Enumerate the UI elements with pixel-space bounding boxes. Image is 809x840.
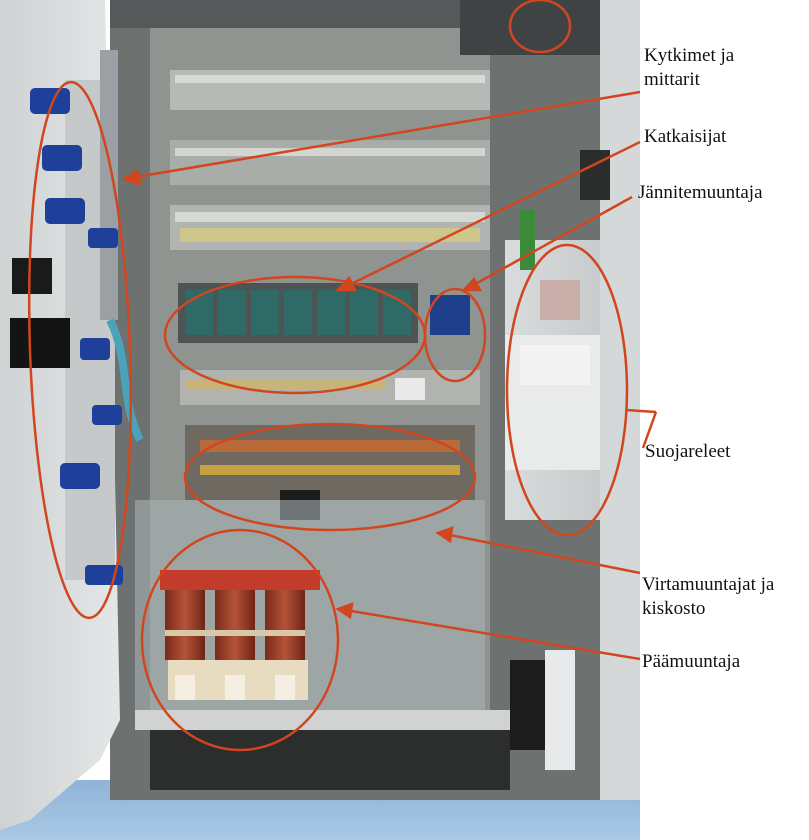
label-switches-line1: Kytkimet ja bbox=[644, 45, 735, 66]
label-protection-relays: Suojareleet bbox=[645, 441, 731, 462]
ellipse-voltage-transformer bbox=[423, 287, 487, 383]
label-main-transformer: Päämuuntaja bbox=[642, 651, 741, 672]
ellipse-relays bbox=[505, 243, 629, 537]
din-rail-rows bbox=[170, 70, 490, 250]
ellipse-main-transformer bbox=[140, 528, 340, 752]
label-current-transformers-line2: kiskosto bbox=[642, 598, 706, 619]
main-transformer bbox=[160, 570, 320, 700]
label-breakers: Katkaisijat bbox=[644, 126, 727, 147]
left-door bbox=[0, 0, 144, 830]
label-switches-line2: mittarit bbox=[644, 69, 700, 90]
door-switches bbox=[10, 88, 123, 585]
label-current-transformers: Virtamuuntajat ja kiskosto bbox=[642, 573, 774, 621]
right-door-frame bbox=[600, 0, 640, 800]
label-switches-and-meters: Kytkimet ja mittarit bbox=[644, 44, 734, 92]
ellipse-current-transformers bbox=[183, 422, 477, 532]
ellipse-top-right bbox=[508, 0, 572, 54]
annotation-marks bbox=[27, 0, 629, 752]
breaker-row bbox=[178, 283, 470, 343]
label-voltage-transformer: Jännitemuuntaja bbox=[638, 182, 763, 203]
ellipse-switches bbox=[27, 80, 133, 620]
annotation-arrows bbox=[120, 90, 658, 661]
label-current-transformers-line1: Virtamuuntajat ja bbox=[642, 574, 775, 595]
